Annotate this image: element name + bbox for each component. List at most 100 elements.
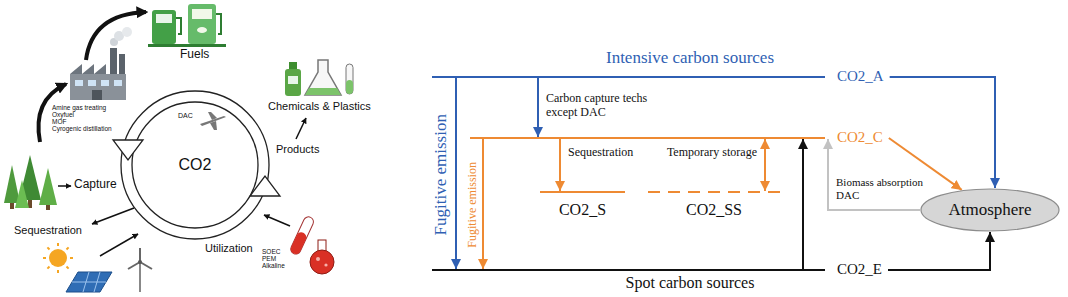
forest-icon: [15, 180, 29, 208]
cycle-ring: [121, 91, 269, 239]
fuel-pump-icon: [148, 4, 226, 47]
fuel-pump-icon: [197, 27, 207, 33]
sun-icon: [43, 243, 73, 273]
tech-label: Alkaline: [262, 262, 285, 269]
solar-panel-icon: [94, 272, 100, 292]
sun-icon: [57, 243, 59, 246]
factory-icon: [92, 90, 102, 100]
factory-icon: [70, 64, 106, 74]
fuel-pump-icon: [216, 14, 221, 34]
flow-arrow: [537, 78, 539, 137]
tech-label: Amine gas treating: [52, 104, 106, 111]
factory-icon: [70, 74, 126, 100]
plane-icon: [210, 121, 217, 130]
sun-icon: [49, 249, 67, 267]
factory-icon: [114, 80, 122, 86]
product-label: Fuels: [180, 48, 209, 62]
solar-panel-icon: [83, 272, 89, 292]
sun-icon: [70, 257, 73, 259]
chemicals-icon: [285, 69, 301, 96]
level-label: CO2_C: [837, 129, 883, 146]
factory-icon: [122, 27, 132, 37]
fuel-pump-icon: [192, 9, 212, 19]
sun-icon: [67, 247, 69, 249]
forest-icon: [28, 198, 32, 208]
test-tube-icon: [316, 257, 320, 261]
edge-label: Carbon capture techs except DAC: [546, 92, 664, 120]
flow-arrow: [764, 139, 766, 191]
test-tube-icon: [289, 215, 315, 255]
plane-icon: [208, 112, 217, 120]
sun-icon: [57, 270, 59, 273]
edge-label: Sequestration: [568, 146, 633, 160]
atmosphere-ellipse: Atmosphere: [920, 188, 1060, 232]
sun-icon: [43, 243, 73, 273]
cycle-ring: [132, 102, 258, 228]
level-line: [432, 76, 825, 78]
level-line: [432, 269, 825, 271]
stage-label: Products: [276, 143, 319, 156]
edge-label: Fugitive emission: [466, 162, 480, 248]
level-label: CO2_SS: [686, 201, 742, 219]
test-tube-icon: [289, 231, 308, 256]
level-label: CO2_A: [837, 68, 884, 85]
storage-level: CO2_S: [540, 191, 625, 193]
capture-arrow: [58, 185, 71, 187]
cycle-ring: [113, 91, 280, 239]
cycle-ring: [250, 176, 280, 196]
wind-turbine-icon: [140, 262, 152, 269]
tech-label: MOF: [52, 118, 66, 125]
edge-label: Temporary storage: [667, 146, 757, 160]
carbon-level: Intensive carbon sourcesCO2_A: [432, 76, 890, 78]
test-tube-icon: [289, 215, 334, 274]
electrolysis-arrow: [264, 215, 290, 226]
tech-label: PEM: [262, 255, 276, 262]
plane-icon: [200, 112, 226, 130]
factory-icon: [114, 31, 124, 41]
cycle-center-label: CO2: [179, 156, 212, 174]
chemicals-icon: [285, 60, 353, 96]
wind-turbine-icon: [139, 262, 141, 292]
level-line: [540, 191, 625, 193]
flow-arrow: [482, 139, 484, 269]
solar-panel-icon: [72, 282, 106, 283]
factory-icon: [88, 80, 96, 86]
forest-icon: [39, 168, 57, 205]
level-heading: Intensive carbon sources: [606, 48, 774, 68]
forest-icon: [10, 200, 14, 209]
chemicals-icon: [346, 80, 353, 94]
factory-icon: [75, 80, 83, 86]
forest-icon: [46, 203, 50, 210]
carbon-level: CO2_ESpot carbon sources: [432, 269, 888, 271]
tech-label: DAC: [178, 112, 193, 120]
forest-icon: [19, 155, 41, 200]
curved-arrow: [86, 12, 146, 60]
test-tube-icon: [289, 215, 315, 255]
flow-arrow: [888, 232, 990, 270]
edge-label: Biomass absorption DAC: [836, 176, 936, 201]
test-tube-icon: [310, 250, 334, 274]
factory-icon: [101, 80, 109, 86]
fuel-pump-icon: [148, 44, 226, 47]
atmosphere-label: Atmosphere: [948, 200, 1031, 220]
stage-label: Utilization: [205, 242, 253, 255]
carbon-level: CO2_C: [470, 137, 889, 139]
ellipse-shape: [921, 189, 1059, 231]
fuel-pump-icon: [156, 14, 172, 23]
sequestration-arrow: [92, 208, 134, 224]
forest-icon: [4, 165, 20, 203]
chemicals-icon: [289, 62, 297, 70]
sun-icon: [67, 267, 69, 269]
wind-turbine-icon: [128, 262, 140, 269]
forest-icon: [4, 155, 57, 210]
plane-icon: [200, 116, 226, 126]
fuel-pump-icon: [152, 10, 176, 44]
fuel-pump-icon: [188, 4, 216, 44]
chemicals-icon: [305, 60, 341, 95]
tech-label: Cyrogenic distillation: [52, 125, 112, 132]
factory-icon: [70, 27, 132, 100]
dashed-level-line: [648, 191, 780, 193]
storage-level: CO2_SS: [648, 191, 780, 193]
wind-turbine-icon: [138, 260, 142, 264]
